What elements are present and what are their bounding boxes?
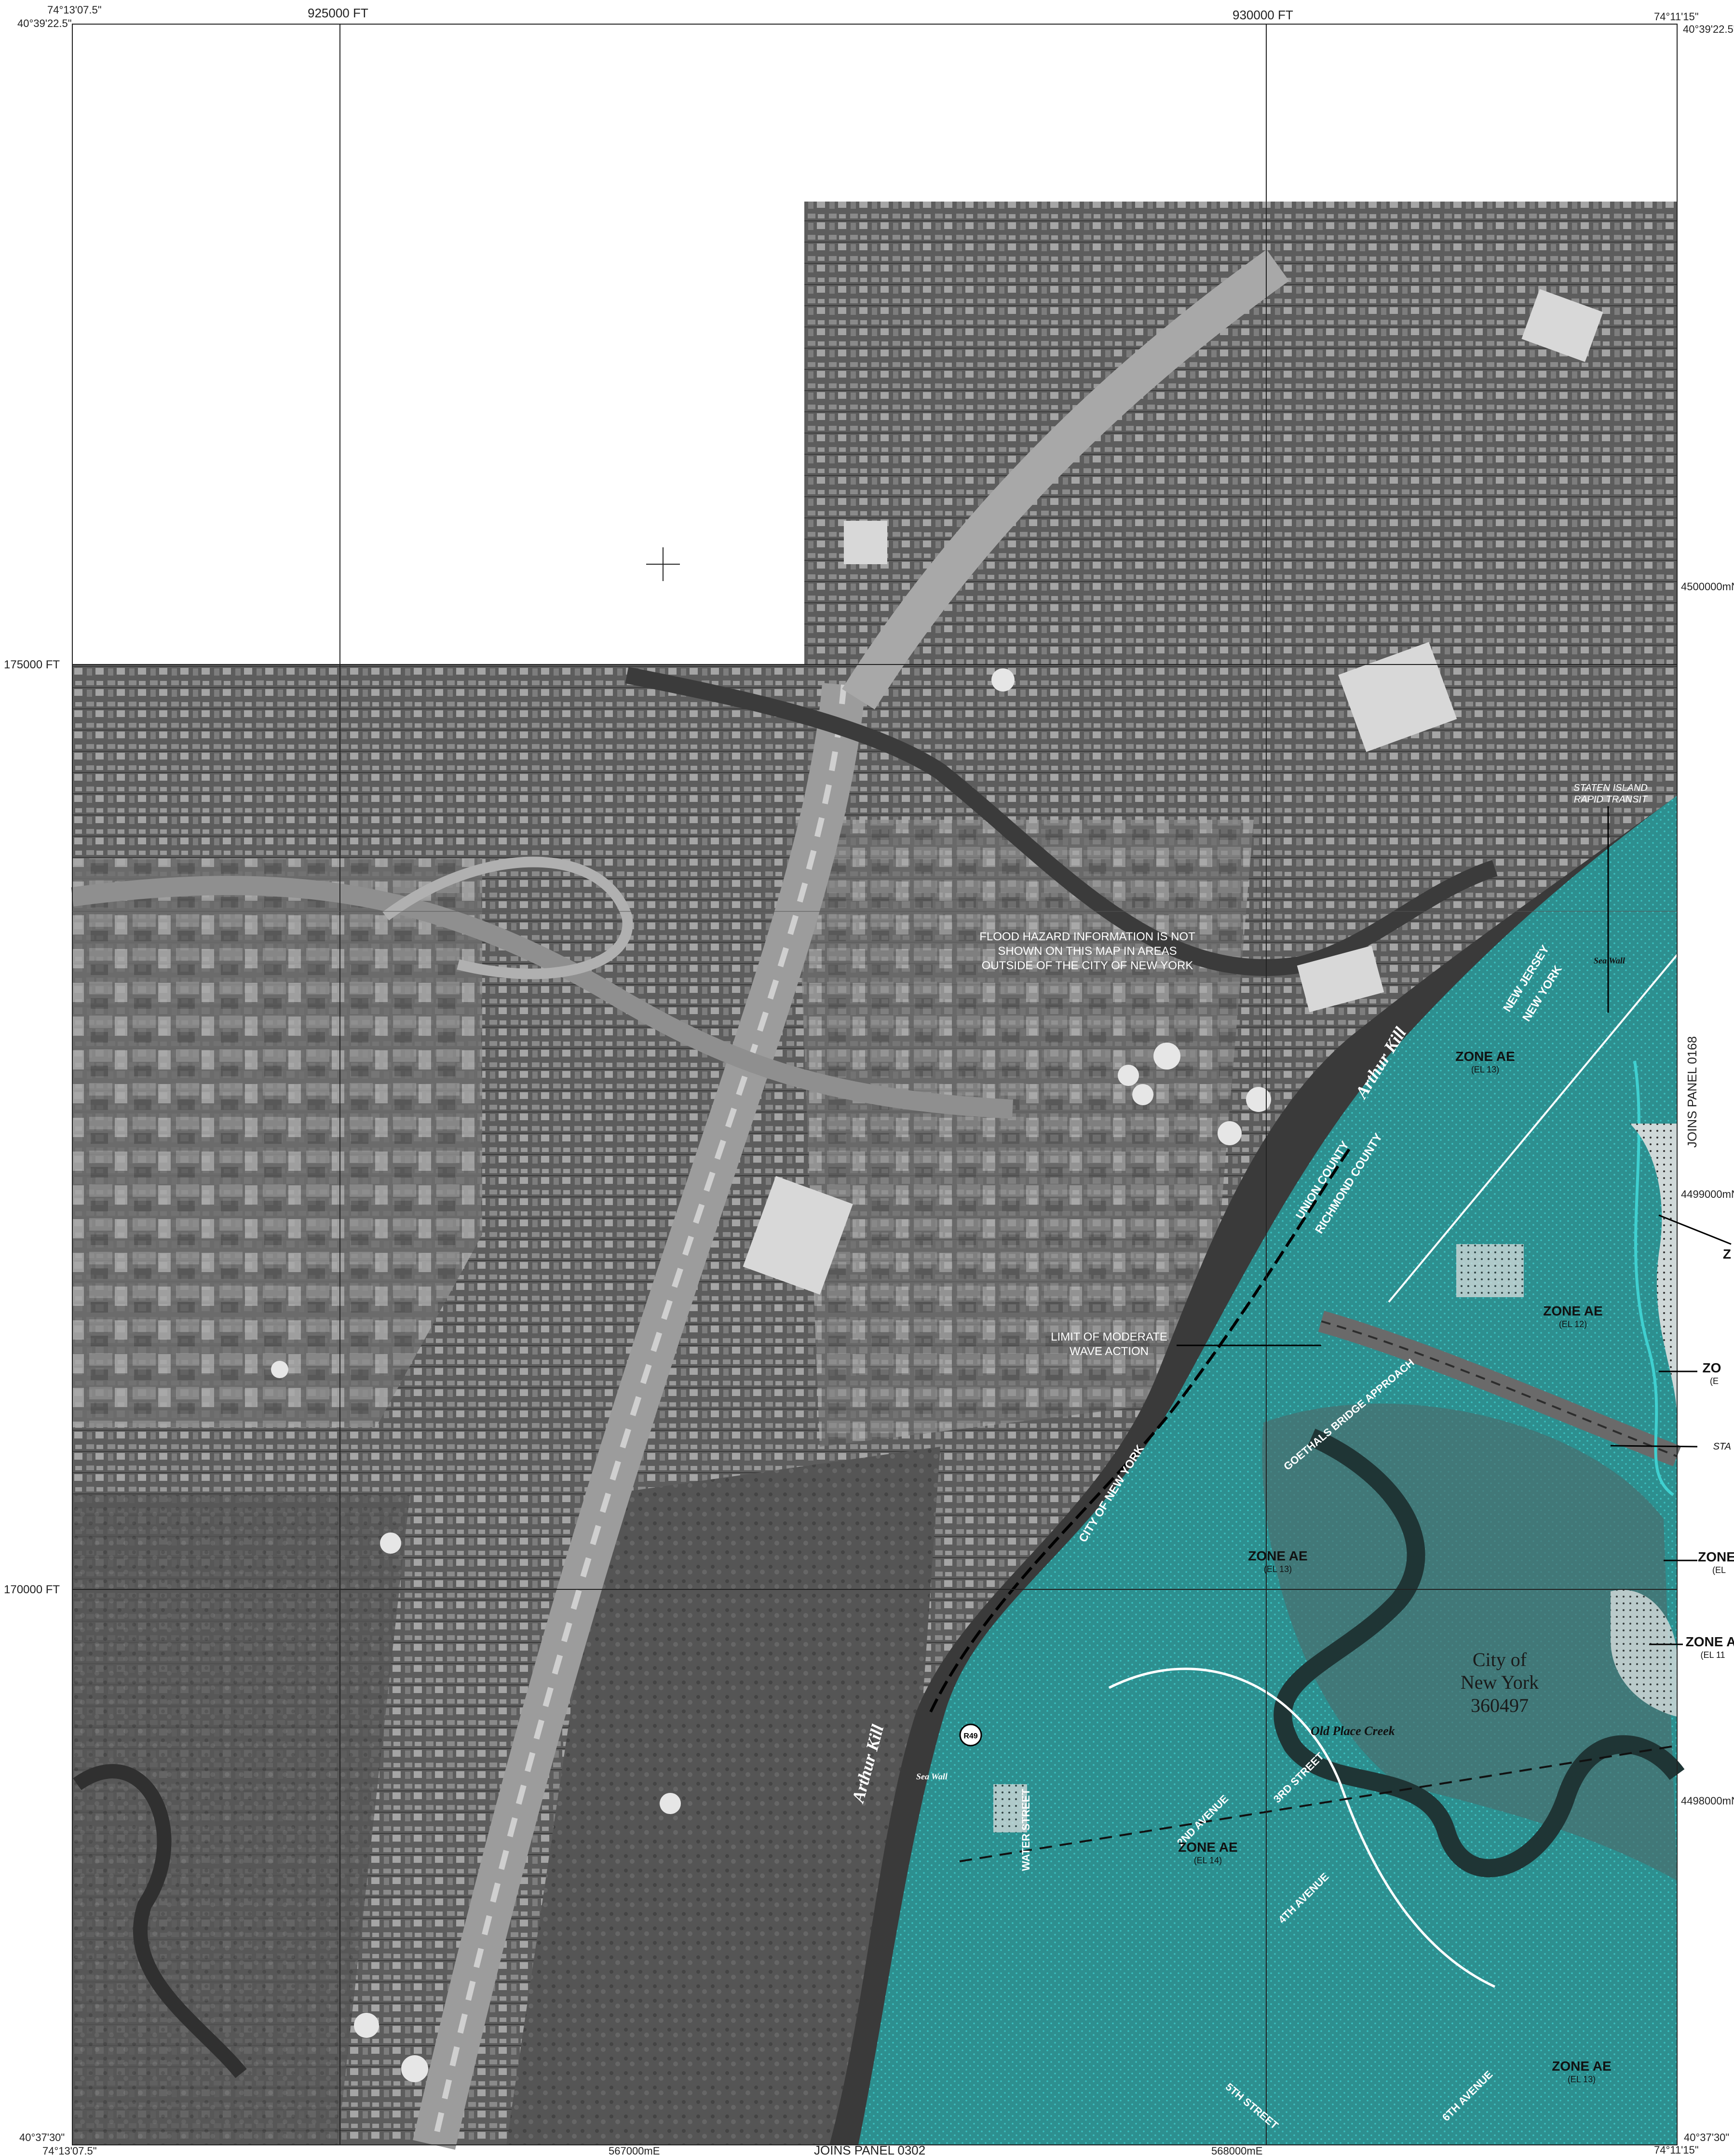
map-notes: FLOOD HAZARD INFORMATION IS NOT SHOWN ON… [979, 783, 1648, 1358]
label-old-place-creek: Old Place Creek [1311, 1724, 1395, 1738]
utm-567: 567000mE [609, 2145, 660, 2156]
zone-leader [1658, 1214, 1732, 1245]
old-place-creek [1273, 1428, 1685, 1877]
route-shield [959, 1723, 982, 1747]
lat-bottom-right: 40°37'30" [1684, 2131, 1729, 2143]
utm-568: 568000mE [1211, 2145, 1262, 2156]
joins-panel-bottom: JOINS PANEL 0302 [814, 2143, 925, 2156]
zone-label: ZONE AE [1543, 1303, 1602, 1318]
zone-elevation: (EL 14) [1194, 1856, 1222, 1865]
lat-top-right: 40°39'22.5" [1683, 23, 1734, 35]
zone-label: ZONE AE [1248, 1548, 1307, 1563]
community-name-line2: New York [1461, 1671, 1539, 1693]
grid-lines [72, 24, 1678, 2145]
utm-4498: 4498000mN [1681, 1795, 1734, 1807]
zone-elevation: (EL 12) [1559, 1319, 1587, 1329]
flood-zone-ae [858, 796, 1685, 2145]
zone-elevation: (EL 13) [1568, 2075, 1596, 2084]
community-label: City of New York 360497 [1461, 1649, 1539, 1716]
zone-label: ZONE A [1686, 1634, 1734, 1649]
flood-note-line3: OUTSIDE OF THE CITY OF NEW YORK [982, 959, 1193, 972]
coordinate-labels: 74°13'07.5" 40°39'22.5" 74°11'15" 40°39'… [4, 4, 1734, 2156]
zone-label: ZONE [1698, 1549, 1734, 1564]
station-label-cut: STA [1713, 1441, 1731, 1452]
flood-note-line1: FLOOD HAZARD INFORMATION IS NOT [979, 930, 1195, 943]
zone-label-cut: Z [1723, 1247, 1731, 1261]
zone-leader [1610, 1445, 1698, 1448]
community-number: 360497 [1471, 1695, 1529, 1716]
zone-label: ZONE AE [1552, 2059, 1611, 2074]
lon-top-right: 74°11'15" [1654, 11, 1699, 23]
community-name-line1: City of [1473, 1649, 1527, 1670]
storage-tanks [271, 668, 1271, 2082]
zone-label: ZONE AE [1455, 1049, 1515, 1064]
flood-note-line2: SHOWN ON THIS MAP IN AREAS [998, 945, 1177, 958]
zone-label: ZONE AE [1178, 1840, 1237, 1855]
large-buildings [743, 289, 1603, 1295]
lon-bottom-right: 74°11'15" [1654, 2144, 1699, 2156]
utm-4499: 4499000mN [1681, 1188, 1734, 1200]
zone-elevation: (EL 11 [1700, 1650, 1725, 1660]
label-water-street: WATER STREET [1020, 1789, 1032, 1871]
label-sea-wall-1: Sea Wall [1594, 956, 1625, 965]
zone-elevation: (EL 13) [1471, 1065, 1499, 1074]
zone-label: ZO [1703, 1360, 1721, 1375]
lat-top-left: 40°39'22.5" [17, 17, 72, 29]
lon-top-left: 74°13'07.5" [47, 4, 102, 16]
joins-panel-right: JOINS PANEL 0168 [1685, 1036, 1699, 1148]
zone-elevation: (E [1710, 1376, 1719, 1386]
limit-note-line2: WAVE ACTION [1070, 1345, 1149, 1358]
ft-175000: 175000 FT [4, 658, 60, 671]
limit-note-line1: LIMIT OF MODERATE [1051, 1330, 1167, 1343]
flood-zone-labels: ZONE AE (EL 13) ZONE AE (EL 12) ZO (E ZO… [1178, 1049, 1734, 2084]
ft-925000: 925000 FT [308, 6, 368, 20]
ft-170000: 170000 FT [4, 1583, 60, 1596]
zone-elevation: (EL 13) [1264, 1564, 1292, 1574]
route-shield-label: R49 [963, 1732, 977, 1740]
ft-930000: 930000 FT [1233, 8, 1293, 22]
lat-bottom-left: 40°37'30" [19, 2131, 65, 2143]
sirt-line2: RAPID TRANSIT [1574, 794, 1648, 805]
zone-elevation: (EL [1712, 1565, 1726, 1575]
lon-bottom-left: 74°13'07.5" [42, 2145, 97, 2156]
sirt-line1: STATEN ISLAND [1573, 783, 1648, 793]
utm-4500: 4500000mN [1681, 581, 1734, 593]
label-sea-wall-2: Sea Wall [916, 1772, 948, 1781]
